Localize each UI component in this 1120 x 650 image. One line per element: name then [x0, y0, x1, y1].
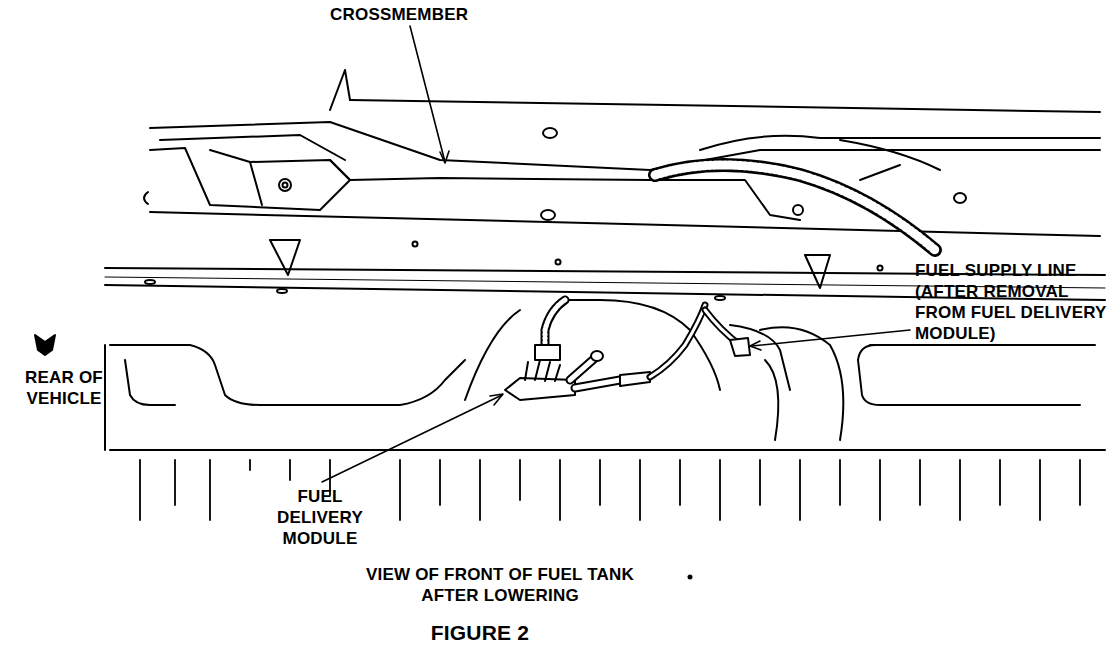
figure-caption: FIGURE 2 [380, 622, 580, 643]
part-label: FUEL DELIVERY MODULE [268, 486, 372, 549]
part-label: CROSSMEMBER [330, 4, 500, 25]
part-label: FUEL SUPPLY LINE (AFTER REMOVAL FROM FUE… [915, 260, 1110, 344]
direction-label: REAR OF VEHICLE [22, 367, 106, 409]
view-note: VIEW OF FRONT OF FUEL TANK AFTER LOWERIN… [355, 564, 645, 606]
